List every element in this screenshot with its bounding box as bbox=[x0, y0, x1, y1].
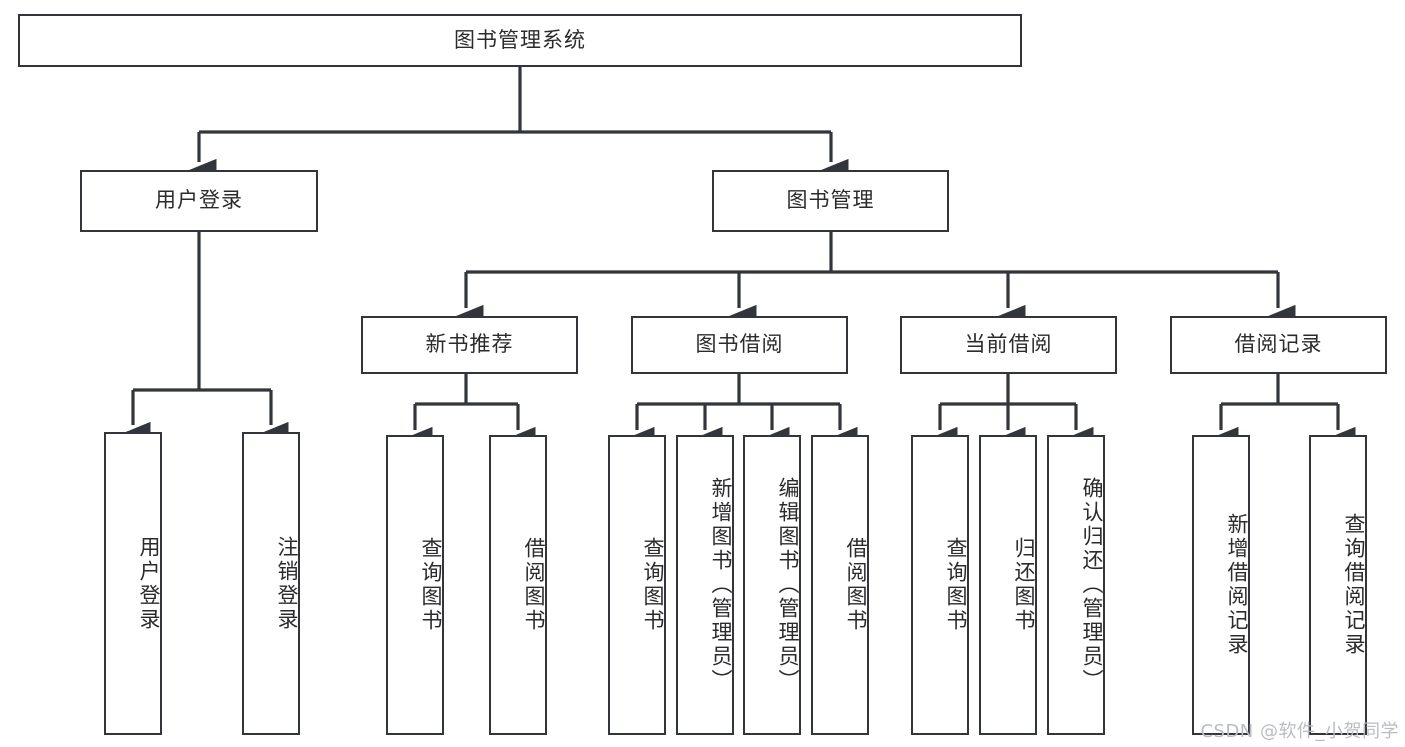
node-book-manage[interactable]: 图书管理 bbox=[712, 170, 949, 232]
leaf-current-borrow-3[interactable]: 确认归还（管理员） bbox=[1047, 435, 1105, 735]
node-borrow-record[interactable]: 借阅记录 bbox=[1170, 316, 1387, 374]
leaf-book-borrow-1[interactable]: 查询图书 bbox=[608, 435, 666, 735]
node-borrow-record-label: 借阅记录 bbox=[1234, 332, 1323, 357]
node-new-book-recommend[interactable]: 新书推荐 bbox=[361, 316, 578, 374]
node-book-borrow[interactable]: 图书借阅 bbox=[631, 316, 848, 374]
node-user-login[interactable]: 用户登录 bbox=[80, 170, 318, 232]
node-root[interactable]: 图书管理系统 bbox=[18, 14, 1022, 67]
leaf-borrow-record-2[interactable]: 查询借阅记录 bbox=[1309, 435, 1367, 735]
leaf-current-borrow-3-label: 确认归还（管理员） bbox=[1080, 477, 1104, 693]
node-book-manage-label: 图书管理 bbox=[786, 188, 875, 213]
leaf-new-book-2-label: 借阅图书 bbox=[522, 537, 546, 633]
leaf-book-borrow-1-label: 查询图书 bbox=[641, 537, 665, 633]
leaf-book-borrow-2[interactable]: 新增图书（管理员） bbox=[676, 435, 734, 735]
node-current-borrow-label: 当前借阅 bbox=[964, 332, 1053, 357]
leaf-book-borrow-2-label: 新增图书（管理员） bbox=[709, 477, 733, 693]
node-root-label: 图书管理系统 bbox=[454, 27, 586, 52]
leaf-book-borrow-4-label: 借阅图书 bbox=[844, 537, 868, 633]
node-user-login-label: 用户登录 bbox=[155, 188, 243, 213]
leaf-borrow-record-2-label: 查询借阅记录 bbox=[1342, 513, 1366, 657]
leaf-current-borrow-1-label: 查询图书 bbox=[944, 537, 968, 633]
node-new-book-recommend-label: 新书推荐 bbox=[425, 332, 514, 357]
leaf-user-login-2[interactable]: 注销登录 bbox=[242, 432, 300, 735]
leaf-user-login-2-label: 注销登录 bbox=[275, 535, 299, 632]
leaf-book-borrow-4[interactable]: 借阅图书 bbox=[811, 435, 869, 735]
leaf-current-borrow-2-label: 归还图书 bbox=[1012, 537, 1036, 633]
leaf-current-borrow-1[interactable]: 查询图书 bbox=[911, 435, 969, 735]
node-book-borrow-label: 图书借阅 bbox=[695, 332, 784, 357]
leaf-new-book-2[interactable]: 借阅图书 bbox=[489, 435, 547, 735]
leaf-new-book-1-label: 查询图书 bbox=[419, 537, 443, 633]
leaf-borrow-record-1[interactable]: 新增借阅记录 bbox=[1192, 435, 1250, 735]
node-current-borrow[interactable]: 当前借阅 bbox=[900, 316, 1117, 374]
leaf-user-login-1-label: 用户登录 bbox=[137, 535, 161, 632]
leaf-new-book-1[interactable]: 查询图书 bbox=[386, 435, 444, 735]
watermark-text: CSDN @软件_小贺同学 bbox=[1200, 721, 1399, 742]
leaf-book-borrow-3[interactable]: 编辑图书（管理员） bbox=[743, 435, 801, 735]
leaf-current-borrow-2[interactable]: 归还图书 bbox=[979, 435, 1037, 735]
leaf-user-login-1[interactable]: 用户登录 bbox=[104, 432, 162, 735]
leaf-borrow-record-1-label: 新增借阅记录 bbox=[1225, 513, 1249, 657]
leaf-book-borrow-3-label: 编辑图书（管理员） bbox=[776, 477, 800, 693]
